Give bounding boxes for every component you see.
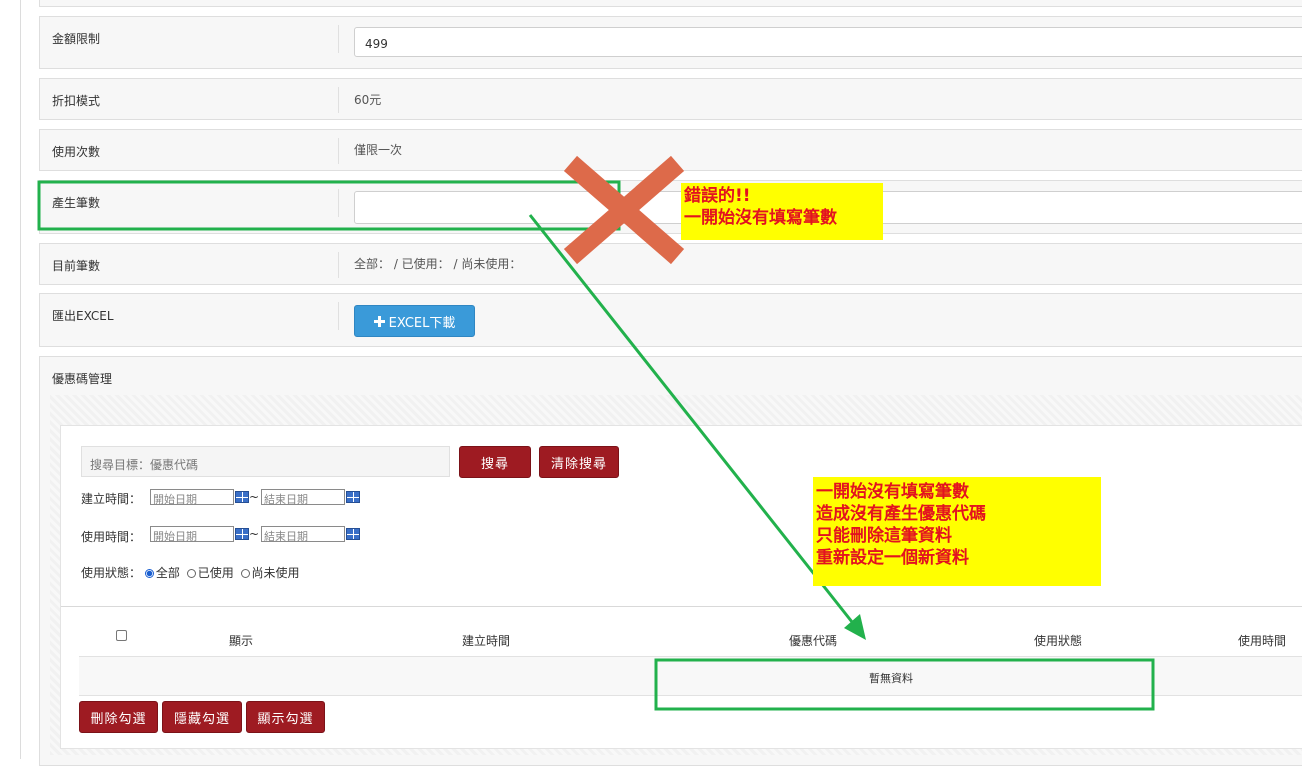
show-selected-button[interactable]: 顯示勾選 [246,701,325,733]
excel-download-button[interactable]: EXCEL下載 [354,305,475,337]
generate-count-label: 產生筆數 [52,196,101,210]
coupon-search-input[interactable]: 搜尋目標：優惠代碼 [81,446,450,477]
error-note-line: 錯誤的!! [684,186,751,206]
explain-note-line: 重新設定一個新資料 [816,548,969,568]
column-header-used-time: 使用時間 [1238,634,1287,648]
error-note-line: 一開始沒有填寫筆數 [684,208,837,228]
column-header-code: 優惠代碼 [789,634,838,648]
calendar-icon[interactable] [346,491,360,503]
radio-used[interactable] [186,569,196,578]
radio-all[interactable] [144,569,154,578]
used-time-label: 使用時間： [81,530,142,544]
export-excel-row: 匯出EXCEL EXCEL下載 [39,293,1302,347]
coupon-management-section: 優惠碼管理 搜尋目標：優惠代碼 搜尋 清除搜尋 建立時間： 開始日期 ~ 結束日… [39,356,1302,766]
delete-selected-button[interactable]: 刪除勾選 [79,701,158,733]
discount-mode-row: 折扣模式 60元 [39,78,1302,120]
discount-mode-value: 60元 [354,93,382,107]
panel-divider [61,606,1302,607]
radio-unused-label: 尚未使用 [251,566,300,580]
usage-status-group: 使用狀態： 全部 已使用 尚未使用 [81,564,300,581]
radio-all-label: 全部 [155,566,180,580]
search-button[interactable]: 搜尋 [459,446,531,478]
date-separator: ~ [249,527,260,541]
table-empty-row: 暫無資料 [79,656,1302,696]
discount-mode-label: 折扣模式 [52,94,101,108]
hide-selected-button[interactable]: 隱藏勾選 [162,701,242,733]
explain-note-line: 造成沒有產生優惠代碼 [816,504,986,524]
radio-used-label: 已使用 [197,566,234,580]
error-note: 錯誤的!! 一開始沒有填寫筆數 [681,183,883,240]
column-header-created: 建立時間 [462,634,511,648]
used-end-date[interactable]: 結束日期 [261,526,345,543]
calendar-icon[interactable] [346,528,360,540]
current-count-value: 全部： / 已使用： / 尚未使用： [354,257,522,271]
column-header-status: 使用狀態 [1034,634,1083,648]
row-separator [338,138,339,164]
amount-limit-input[interactable]: 499 [354,27,1302,57]
date-separator: ~ [249,490,260,504]
usage-status-label: 使用狀態： [81,566,142,580]
current-count-row: 目前筆數 全部： / 已使用： / 尚未使用： [39,243,1302,285]
row-separator [338,302,339,330]
row-separator [338,252,339,278]
usage-count-value: 僅限一次 [354,143,403,157]
coupon-management-label: 優惠碼管理 [52,372,113,386]
amount-limit-row: 金額限制 499 [39,16,1302,69]
column-header-show: 顯示 [229,634,254,648]
explain-note: 一開始沒有填寫筆數 造成沒有產生優惠代碼 只能刪除這筆資料 重新設定一個新資料 [813,477,1101,586]
explain-note-line: 一開始沒有填寫筆數 [816,482,969,502]
row-separator [338,189,339,217]
row-separator [338,25,339,53]
amount-limit-label: 金額限制 [52,32,101,46]
calendar-icon[interactable] [235,528,249,540]
usage-count-label: 使用次數 [52,145,101,159]
created-time-label: 建立時間： [81,492,142,506]
coupon-panel: 搜尋目標：優惠代碼 搜尋 清除搜尋 建立時間： 開始日期 ~ 結束日期 使用時間… [60,425,1302,749]
used-start-date[interactable]: 開始日期 [150,526,234,543]
empty-text: 暫無資料 [869,672,913,685]
select-all-checkbox[interactable] [116,630,127,641]
current-count-label: 目前筆數 [52,259,101,273]
explain-note-line: 只能刪除這筆資料 [816,526,952,546]
created-start-date[interactable]: 開始日期 [150,489,234,506]
calendar-icon[interactable] [235,491,249,503]
clear-search-button[interactable]: 清除搜尋 [539,446,619,478]
export-excel-label: 匯出EXCEL [52,309,114,323]
created-end-date[interactable]: 結束日期 [261,489,345,506]
plus-icon [373,315,385,327]
usage-count-row: 使用次數 僅限一次 [39,129,1302,171]
generate-count-row: 產生筆數 [39,180,1302,234]
top-row-partial [39,0,1302,7]
excel-download-label: EXCEL下載 [388,315,456,331]
left-border-line [20,0,21,759]
radio-unused[interactable] [240,569,250,578]
row-separator [338,87,339,113]
